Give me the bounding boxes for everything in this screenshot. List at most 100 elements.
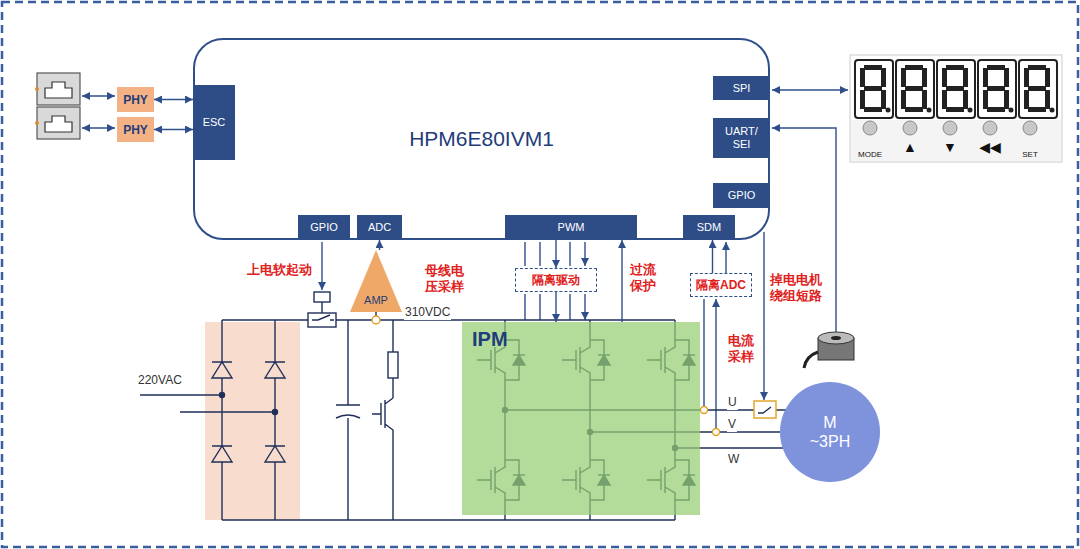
peripheral-block: ADC: [357, 215, 402, 240]
node-text: PHY: [123, 123, 148, 137]
digit-frame: [978, 60, 1016, 118]
peripheral-block: PWM: [505, 215, 637, 240]
connector-arrow: [154, 99, 193, 100]
peripheral-block: SDM: [683, 215, 735, 240]
node-text: GPIO: [310, 221, 338, 234]
rj45-ports: [35, 87, 39, 91]
digit-segment: [1024, 68, 1029, 87]
digit-segment: [905, 86, 923, 91]
annotation: 母线电压采样: [425, 263, 467, 295]
signal-arrows: [321, 242, 322, 290]
decimal-point: [1050, 108, 1055, 113]
node-text: SPI: [733, 82, 751, 95]
power-circuit: [308, 313, 336, 327]
phase-label: V: [727, 416, 737, 432]
ipm-region: IPM: [462, 322, 700, 515]
power-circuit: [754, 401, 776, 418]
annotation: 上电软起动: [247, 262, 312, 278]
triangle-shape: [350, 250, 402, 312]
digit-segment: [963, 90, 968, 109]
power-circuit: [312, 315, 334, 320]
digit-segment: [922, 90, 927, 109]
digit-segment: [901, 90, 906, 109]
annotation: 电流采样: [728, 333, 757, 365]
phase-label: W: [727, 451, 740, 467]
node-text: AMP: [364, 294, 388, 306]
signal-arrows: [725, 242, 726, 273]
digit-segment: [1028, 65, 1046, 70]
signal-arrows: [82, 127, 115, 128]
digit-frame: [1019, 60, 1057, 118]
display-panel: [855, 60, 1057, 118]
node-text: ESC: [203, 116, 226, 129]
node-text: 隔离ADC: [696, 277, 746, 294]
display-panel: [863, 121, 1037, 135]
power-circuit: [140, 395, 275, 412]
display-panel: [850, 55, 1062, 162]
node-text: IPM: [472, 328, 508, 351]
connector-arrow: [621, 240, 622, 322]
power-circuit: [701, 407, 708, 414]
phy-chip: PHY: [117, 87, 154, 112]
digit-segment: [942, 90, 947, 109]
peripheral-block: UART/ SEI: [713, 118, 770, 158]
digit-frame: [896, 60, 934, 118]
power-circuit: [222, 320, 275, 520]
button-symbol: ▼: [943, 139, 957, 155]
power-circuit: [372, 320, 393, 520]
node-text: PHY: [123, 93, 148, 107]
connector-arrow: [555, 240, 556, 268]
node-text: M ~3PH: [806, 413, 854, 451]
rj45-ports: [35, 121, 39, 125]
digit-segment: [987, 107, 1005, 112]
decimal-point: [968, 108, 973, 113]
decimal-point: [886, 108, 891, 113]
digit-segment: [864, 107, 882, 112]
digit-segment: [905, 107, 923, 112]
digit-frame: [855, 60, 893, 118]
power-circuit: [372, 316, 380, 324]
rj45-ports: [37, 73, 80, 105]
mcu-box: HPM6E80IVM1ESCSPIUART/ SEIGPIOGPIOADCPWM…: [193, 38, 770, 240]
digit-segment: [987, 65, 1005, 70]
signal-arrows: [763, 232, 764, 400]
button-label: SET: [1022, 147, 1038, 163]
node-text: UART/ SEI: [717, 125, 766, 151]
motor-circle: M ~3PH: [780, 382, 880, 482]
digit-segment: [1004, 90, 1009, 109]
encoder-icon: [804, 352, 818, 368]
rj45-ports: [45, 116, 72, 132]
digit-segment: [942, 68, 947, 87]
isolation-box: 隔离驱动: [515, 268, 597, 292]
digit-segment: [901, 68, 906, 87]
isolation-box: 隔离ADC: [690, 273, 752, 297]
node-text: PWM: [558, 221, 585, 234]
rj45-ports: [45, 82, 72, 98]
digit-segment: [987, 86, 1005, 91]
digit-segment: [983, 90, 988, 109]
decimal-point: [1009, 108, 1014, 113]
voltage-label: 220VAC: [137, 372, 183, 388]
peripheral-block: GPIO: [713, 183, 770, 208]
digit-segment: [1028, 107, 1046, 112]
digit-segment: [860, 90, 865, 109]
power-circuit: [336, 320, 360, 520]
connector-arrow: [379, 240, 380, 250]
display-panel: [903, 121, 917, 135]
digit-segment: [1024, 90, 1029, 109]
voltage-label: 310VDC: [404, 304, 451, 320]
connector-arrow: [712, 240, 713, 273]
digit-segment: [922, 68, 927, 87]
connector-arrow: [555, 292, 556, 322]
digit-segment: [946, 86, 964, 91]
button-symbol: ▲: [903, 139, 917, 155]
digit-segment: [1004, 68, 1009, 87]
power-circuit: [713, 429, 720, 436]
amplifier-triangle: AMP: [350, 250, 402, 312]
digit-segment: [946, 65, 964, 70]
signal-arrows: [525, 294, 585, 320]
node-text: ADC: [368, 221, 391, 234]
digit-segment: [1045, 68, 1050, 87]
digit-segment: [946, 107, 964, 112]
